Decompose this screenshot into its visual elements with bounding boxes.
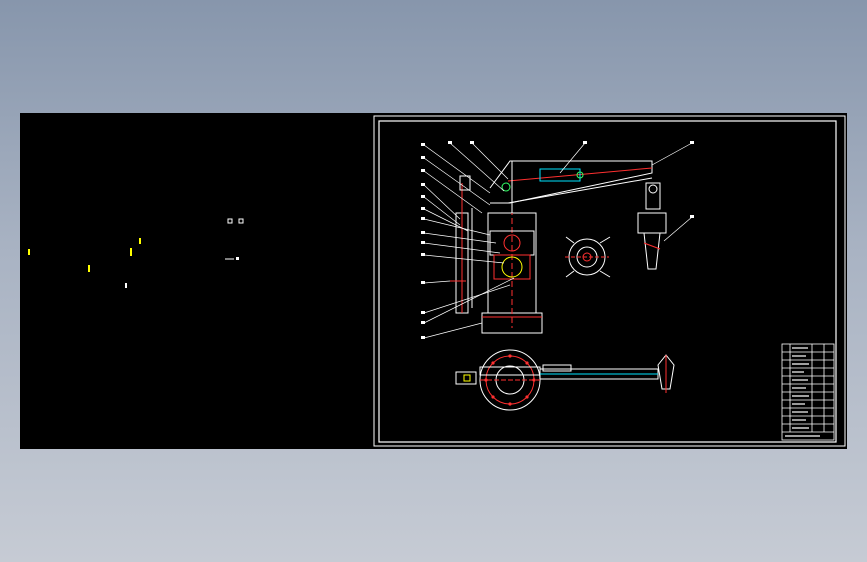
part-callout-leaders <box>421 141 694 339</box>
manipulator-top-view <box>455 349 675 411</box>
balloon-16 <box>470 141 474 144</box>
balloon-11 <box>421 281 425 284</box>
gear-tooth-3 <box>565 236 575 244</box>
drawing-sheet <box>373 115 846 447</box>
manipulator-front-view <box>450 160 667 334</box>
mark-6 <box>227 218 233 224</box>
leader-8 <box>423 232 497 244</box>
leader-6 <box>423 208 469 232</box>
sheet-outer-border <box>373 115 846 447</box>
wrist-block <box>645 182 661 210</box>
leader-7 <box>423 218 491 236</box>
title-block <box>781 343 835 441</box>
boom-lower-edge <box>507 177 653 204</box>
balloon-3 <box>421 169 425 172</box>
balloon-1 <box>421 143 425 146</box>
cad-model-space-canvas[interactable] <box>20 113 847 449</box>
leader-9 <box>423 242 501 254</box>
leader-1 <box>423 144 491 194</box>
balloon-13 <box>421 321 425 324</box>
balloon-7 <box>421 217 425 220</box>
cad-drawing <box>28 115 846 447</box>
top-motor-shaft <box>463 374 471 382</box>
leader-10 <box>423 254 505 264</box>
leader-12 <box>423 284 511 314</box>
balloon-8 <box>421 231 425 234</box>
gear-tooth-2 <box>599 270 611 278</box>
gear-section-detail <box>565 236 611 278</box>
leader-4 <box>423 184 461 220</box>
leader-2 <box>423 157 491 206</box>
top-arm-cylinder <box>542 364 572 372</box>
balloon-6 <box>421 207 425 210</box>
leader-17 <box>559 142 586 174</box>
mark-1 <box>28 249 30 255</box>
lower-gear <box>501 256 523 278</box>
mark-7 <box>238 218 244 224</box>
rod-head <box>459 175 471 191</box>
boom-outline <box>489 160 653 204</box>
gripper-fingers <box>643 232 661 270</box>
leader-3 <box>423 170 483 214</box>
balloon-14 <box>421 336 425 339</box>
balloon-17 <box>583 141 587 144</box>
top-motor <box>455 371 477 385</box>
leader-16 <box>471 142 509 180</box>
leader-11 <box>423 280 451 284</box>
gripper-jaw <box>643 242 661 250</box>
balloon-15 <box>448 141 452 144</box>
wrist-pivot <box>648 184 658 194</box>
mark-2 <box>88 265 90 272</box>
mark-9 <box>236 257 239 260</box>
gear-tooth-4 <box>565 270 575 278</box>
balloon-19 <box>690 215 694 218</box>
balloon-4 <box>421 183 425 186</box>
mark-3 <box>130 248 132 256</box>
upper-gear <box>503 234 521 252</box>
mark-4 <box>139 238 141 244</box>
mark-5 <box>125 283 127 288</box>
balloon-18 <box>690 141 694 144</box>
leader-18 <box>651 142 693 166</box>
gripper-housing <box>637 212 667 234</box>
leader-14 <box>423 322 483 339</box>
boom-pin <box>576 171 584 179</box>
leader-15 <box>449 142 505 192</box>
boom-cylinder <box>539 168 581 182</box>
top-gripper <box>657 354 675 390</box>
balloon-5 <box>421 195 425 198</box>
sheet-inner-frame <box>378 120 837 443</box>
boom-pivot <box>501 182 511 192</box>
balloon-9 <box>421 241 425 244</box>
gear-tooth-1 <box>599 236 611 244</box>
parts-list-entries <box>785 347 820 437</box>
leader-5 <box>423 196 461 226</box>
left-scattered-marks <box>28 218 244 288</box>
leader-19 <box>663 216 693 242</box>
leader-13 <box>423 277 515 324</box>
balloon-12 <box>421 311 425 314</box>
balloon-2 <box>421 156 425 159</box>
balloon-10 <box>421 253 425 256</box>
